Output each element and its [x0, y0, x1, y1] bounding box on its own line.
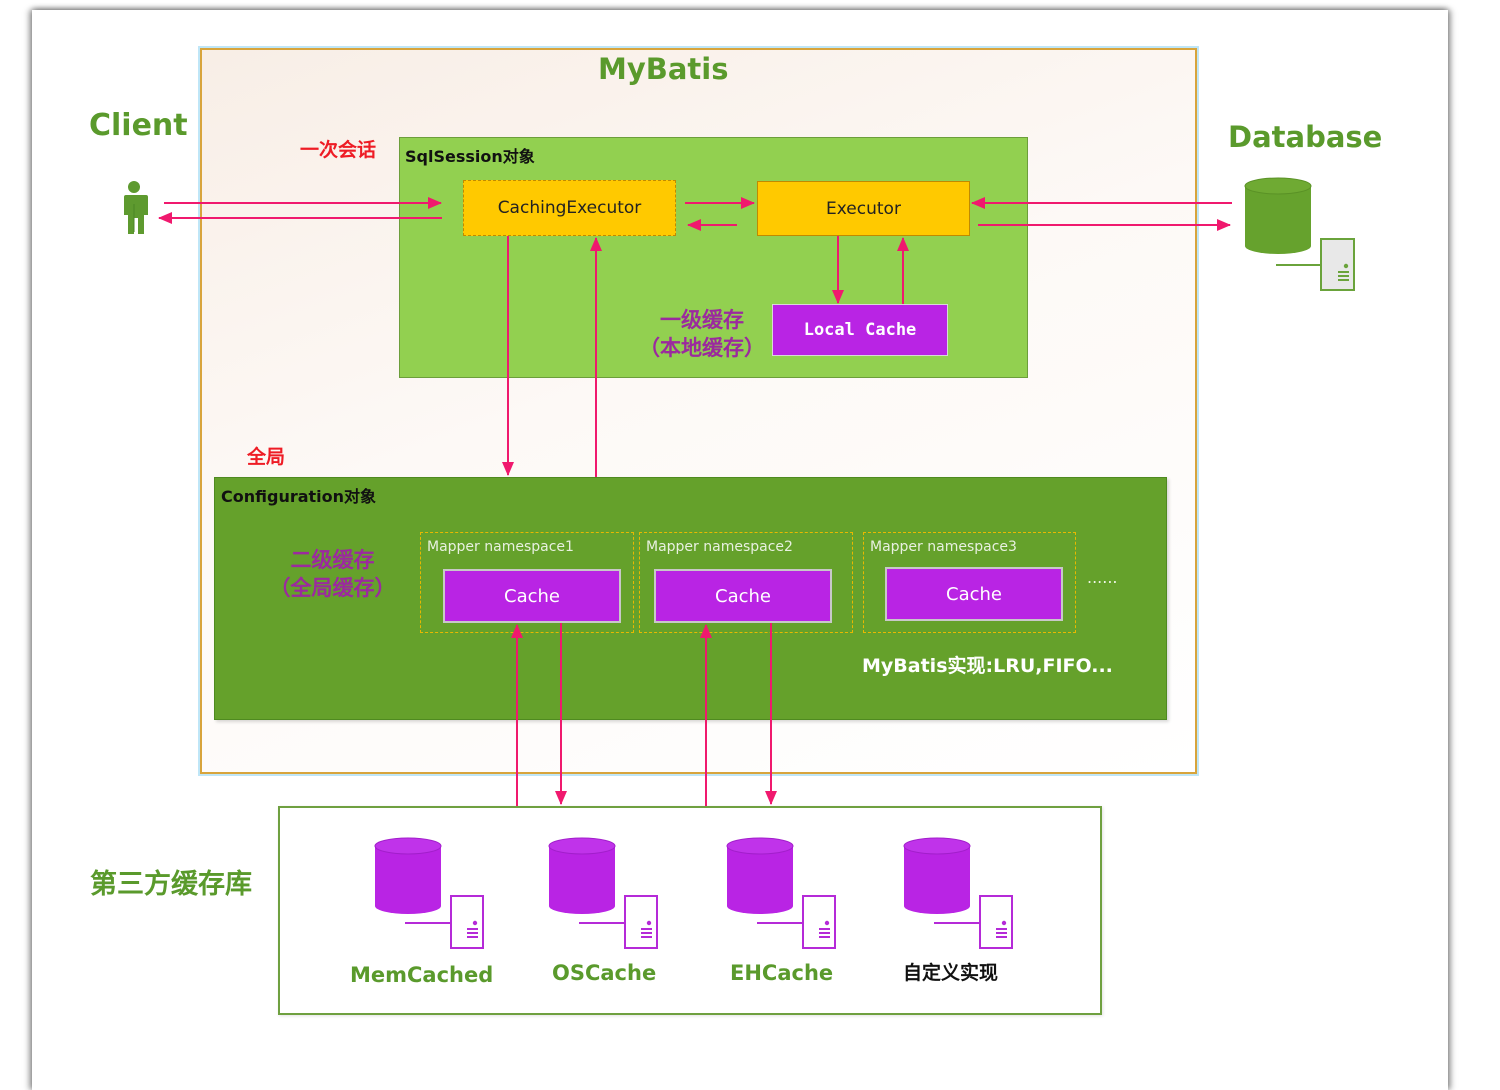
third-party-library-icon — [725, 836, 845, 961]
third-party-library-label: MemCached — [350, 963, 494, 987]
namespace-3-cache: Cache — [885, 567, 1063, 621]
mybatis-title: MyBatis — [598, 52, 729, 86]
third-party-library-label: OSCache — [552, 961, 657, 985]
namespace-1-cache: Cache — [443, 569, 621, 623]
namespace-2-cache: Cache — [654, 569, 832, 623]
third-party-library-icon — [902, 836, 1022, 961]
namespace-label: Mapper namespace1 — [427, 539, 574, 555]
mapper-namespace-2: Mapper namespace2 — [639, 532, 853, 633]
caching-executor-box: CachingExecutor — [463, 180, 676, 236]
more-namespaces-ellipsis: ...... — [1087, 568, 1118, 587]
first-level-cache-line1: 一级缓存 — [660, 308, 744, 332]
database-server-icon — [903, 837, 1013, 949]
executor-box: Executor — [757, 181, 970, 236]
database-server-icon — [1244, 177, 1355, 291]
third-party-label: 第三方缓存库 — [90, 869, 252, 900]
sqlsession-label: SqlSession对象 — [405, 147, 535, 166]
person-icon — [122, 181, 148, 234]
second-level-cache-line2: （全局缓存） — [269, 576, 396, 600]
database-server-icon — [374, 837, 484, 949]
database-server-icon — [548, 837, 658, 949]
database-server-icon — [726, 837, 836, 949]
mapper-namespace-3: Mapper namespace3 — [863, 532, 1076, 633]
mybatis-impl-note: MyBatis实现:LRU,FIFO... — [862, 655, 1113, 677]
configuration-label: Configuration对象 — [221, 487, 377, 506]
first-level-cache-label: 一级缓存 （本地缓存） — [632, 306, 772, 362]
database-label: Database — [1228, 120, 1383, 154]
third-party-library-label: 自定义实现 — [903, 962, 999, 984]
third-party-library-label: EHCache — [730, 961, 834, 985]
third-party-library-icon — [373, 836, 493, 961]
third-party-library-icon — [547, 836, 667, 961]
second-level-cache-label: 二级缓存 （全局缓存） — [260, 546, 405, 602]
session-scope-label: 一次会话 — [300, 139, 377, 161]
client-label: Client — [89, 108, 188, 143]
global-scope-label: 全局 — [247, 446, 286, 468]
second-level-cache-line1: 二级缓存 — [290, 548, 375, 572]
namespace-label: Mapper namespace2 — [646, 539, 793, 555]
local-cache-box: Local Cache — [772, 304, 948, 356]
first-level-cache-line2: （本地缓存） — [639, 336, 765, 360]
mapper-namespace-1: Mapper namespace1 — [420, 532, 634, 633]
namespace-label: Mapper namespace3 — [870, 539, 1017, 555]
